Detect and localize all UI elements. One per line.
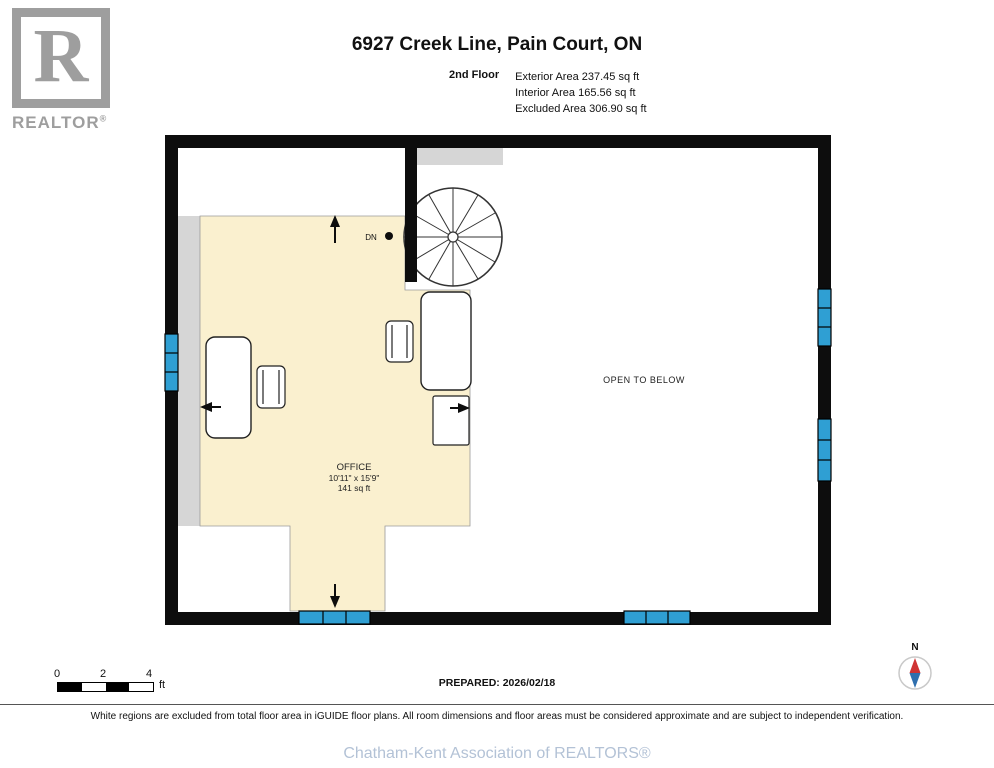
- scale-tick-4: 4: [146, 668, 153, 680]
- desk-symbol-top: [420, 291, 472, 391]
- chair-symbol-top: [385, 320, 414, 363]
- realtor-r-icon: R: [12, 8, 110, 108]
- window-marker-left: [164, 333, 179, 392]
- exterior-area: Exterior Area 237.45 sq ft: [515, 71, 640, 83]
- entry-arrow-up-icon: [330, 215, 340, 243]
- realtor-logo: R REALTOR®: [12, 8, 122, 133]
- scale-tick-0: 0: [54, 668, 61, 680]
- footer-divider: [0, 704, 994, 705]
- room-name-label: OFFICE: [337, 462, 372, 473]
- compass-icon: [898, 656, 932, 690]
- scale-unit: ft: [159, 679, 166, 691]
- floor-label: 2nd Floor: [449, 69, 500, 81]
- entry-arrow-left-icon: [200, 402, 221, 412]
- chair-symbol-left: [256, 365, 286, 409]
- realtor-logo-text: REALTOR®: [12, 113, 122, 133]
- prepared-date: PREPARED: 2026/02/18: [438, 677, 556, 689]
- desk-symbol-left: [205, 336, 252, 439]
- entry-arrow-right-icon: [450, 403, 470, 413]
- scale-bar-segments: [57, 682, 154, 692]
- window-marker-bottom-right: [623, 610, 691, 625]
- open-to-below-label: OPEN TO BELOW: [603, 375, 685, 385]
- page-title: 6927 Creek Line, Pain Court, ON: [351, 34, 643, 55]
- floor-info: 2nd Floor Exterior Area 237.45 sq ft Int…: [449, 69, 647, 117]
- left-low-wall-strip: [178, 216, 200, 526]
- entry-arrow-down-icon: [330, 584, 340, 608]
- floor-plan-drawing: DN: [164, 135, 832, 625]
- realtor-wordmark: REALTOR: [12, 113, 100, 132]
- area-summary: Exterior Area 237.45 sq ft Interior Area…: [515, 69, 646, 117]
- excluded-area: Excluded Area 306.90 sq ft: [515, 103, 647, 115]
- interior-area: Interior Area 165.56 sq ft: [515, 87, 636, 99]
- window-marker-right-lower: [817, 418, 832, 482]
- stair-header-strip: [417, 148, 503, 165]
- compass-north-label: N: [911, 642, 919, 653]
- stair-post-dot: [385, 232, 393, 240]
- association-footer: Chatham-Kent Association of REALTORS®: [343, 745, 651, 762]
- registered-symbol: ®: [99, 113, 108, 124]
- stairs-dn-label: DN: [365, 233, 377, 242]
- realtor-r-letter: R: [33, 14, 89, 98]
- room-area-label: 141 sq ft: [338, 483, 371, 493]
- stair-side-wall: [405, 148, 417, 282]
- spiral-staircase-icon: [403, 187, 503, 287]
- disclaimer-text: White regions are excluded from total fl…: [90, 711, 904, 722]
- cabinet-symbol: [432, 395, 470, 446]
- scale-bar: 0 2 4 ft: [54, 668, 185, 696]
- compass: N: [896, 642, 934, 697]
- window-marker-right-upper: [817, 288, 832, 347]
- scale-tick-2: 2: [100, 668, 107, 680]
- window-marker-bottom-left: [298, 610, 371, 625]
- room-dimensions-label: 10'11" x 15'9": [329, 473, 380, 483]
